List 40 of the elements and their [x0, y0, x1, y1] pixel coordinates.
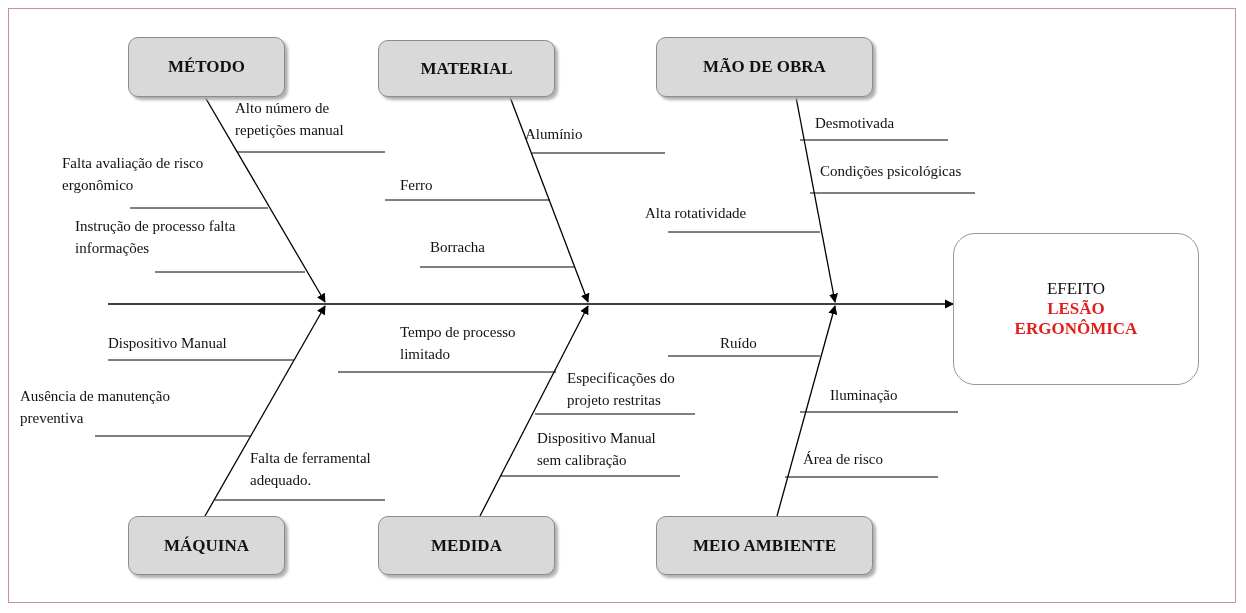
cause-text: Alumínio — [525, 125, 584, 144]
cause-text: Condições psicológicas — [820, 162, 963, 181]
category-title: MÉTODO — [167, 57, 246, 77]
category-box — [378, 40, 555, 97]
cause-text: Falta de ferramental adequado. — [250, 449, 372, 490]
cause-text: Alto número de repetições manual — [235, 99, 345, 140]
bone-arrow — [479, 305, 589, 517]
effect-box — [953, 233, 1199, 385]
bone-arrow — [509, 96, 590, 303]
spine-arrow — [107, 299, 954, 309]
cause-text: Instrução de processo falta informações — [75, 217, 237, 258]
bone-arrow — [204, 96, 326, 303]
cause-text: Ruído — [720, 334, 758, 353]
category-title: MÁQUINA — [164, 535, 249, 556]
cause-text: Desmotivada — [815, 114, 896, 133]
bone-arrow — [795, 96, 838, 303]
cause-text: Tempo de processo limitado — [400, 323, 517, 364]
cause-text: Falta avaliação de risco ergonômico — [62, 154, 205, 195]
category-box — [378, 516, 555, 575]
category-title: MÃO DE OBRA — [703, 57, 826, 77]
bone-arrow — [204, 305, 326, 517]
cause-text: Alta rotatividade — [645, 204, 748, 223]
cause-text: Ferro — [400, 176, 434, 195]
bone-arrow — [776, 305, 838, 517]
category-title: MEDIDA — [431, 535, 502, 556]
cause-text: Dispositivo Manual sem calibração — [537, 429, 657, 470]
category-title: MATERIAL — [420, 58, 513, 79]
cause-text: Borracha — [430, 238, 486, 257]
category-box — [128, 516, 285, 575]
cause-text: Iluminação — [830, 386, 899, 405]
cause-text: Dispositivo Manual — [108, 334, 228, 353]
category-title: MEIO AMBIENTE — [692, 535, 837, 556]
effect-text: LESÃO ERGONÔMICA — [1013, 299, 1139, 339]
category-box — [128, 37, 285, 97]
effect-title: EFEITO — [1046, 279, 1106, 299]
cause-text: Ausência de manutenção preventiva — [20, 387, 171, 428]
cause-text: Área de risco — [803, 450, 884, 469]
category-box — [656, 516, 873, 575]
cause-text: Especificações do projeto restritas — [567, 369, 676, 410]
category-box — [656, 37, 873, 97]
